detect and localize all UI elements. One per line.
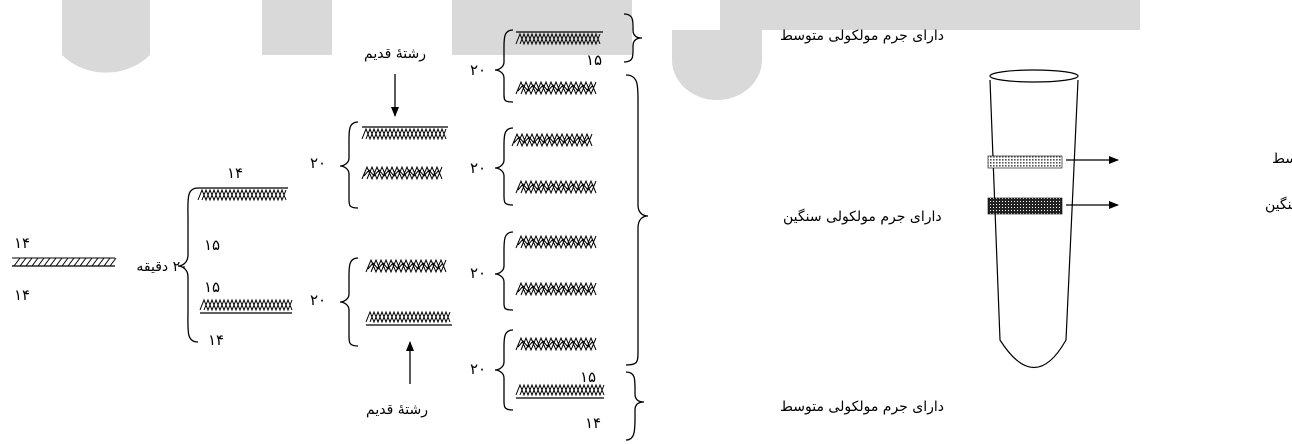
gen3-dna-3 xyxy=(511,132,593,148)
category-braces xyxy=(623,13,649,441)
gen1-dna-bottom: ۱۵ ۱۴ xyxy=(199,278,293,349)
label-14: ۱۴ xyxy=(585,414,601,432)
label-tube-medium: دو مولکول متوسط xyxy=(1272,151,1292,167)
label-15: ۱۵ xyxy=(580,368,596,386)
label-minutes-20: ۲۰ دقیقه xyxy=(136,259,187,275)
label-15: ۱۵ xyxy=(204,278,220,296)
label-15: ۱۵ xyxy=(204,236,220,254)
gen2-dna-3 xyxy=(365,258,447,274)
label-14-bottom: ۱۴ xyxy=(14,286,30,304)
gen3-dna-7 xyxy=(515,336,597,352)
brace-gen2-top xyxy=(339,121,359,209)
gen2-dna-4 xyxy=(365,310,452,326)
gen1-dna-top: ۱۴ ۱۵ xyxy=(197,164,288,254)
gen3-braces xyxy=(494,29,514,411)
label-14-top: ۱۴ xyxy=(14,234,30,252)
gen3-dna-2 xyxy=(515,80,597,96)
label-14: ۱۴ xyxy=(208,331,224,349)
label-old-strand-top: رشتهٔ قدیم xyxy=(364,46,426,62)
band-medium xyxy=(987,155,1063,169)
brace-gen2-bottom xyxy=(339,257,359,347)
label-heavy-mass: دارای جرم مولکولی سنگین xyxy=(783,208,942,225)
label-old-strand-bottom: رشتهٔ قدیم xyxy=(366,402,428,418)
label-medium-mass-top: دارای جرم مولکولی متوسط xyxy=(780,28,944,44)
parent-dna: ۱۴ ۲۰ دقیقه ۱۴ xyxy=(12,234,188,304)
gen3-dna-5 xyxy=(515,234,597,250)
centrifuge-tube xyxy=(987,69,1079,368)
label-medium-mass-bottom: دارای جرم مولکولی متوسط xyxy=(780,399,944,415)
label-tube-heavy: ۶ مولکول سنگین xyxy=(1265,196,1292,213)
gen2-dna-2 xyxy=(361,165,443,181)
gen3-dna-1: ۱۵ xyxy=(515,31,603,69)
label-14: ۱۴ xyxy=(227,164,243,182)
watermark xyxy=(62,0,1140,100)
gen3-dna-8: ۱۵ ۱۴ xyxy=(515,368,605,432)
brace-gen1 xyxy=(177,187,199,343)
label-20-b: ۲۰ xyxy=(310,291,326,309)
label-20-d: ۲۰ xyxy=(470,159,486,177)
label-20-e: ۲۰ xyxy=(470,264,486,282)
gen2-dna-1 xyxy=(361,126,448,141)
gen3-dna-6 xyxy=(515,281,597,297)
label-20-a: ۲۰ xyxy=(310,154,326,172)
label-20-c: ۲۰ xyxy=(470,61,486,79)
label-15: ۱۵ xyxy=(586,51,602,69)
band-heavy xyxy=(987,197,1063,215)
label-20-f: ۲۰ xyxy=(470,360,486,378)
gen3-dna-4 xyxy=(515,179,597,195)
